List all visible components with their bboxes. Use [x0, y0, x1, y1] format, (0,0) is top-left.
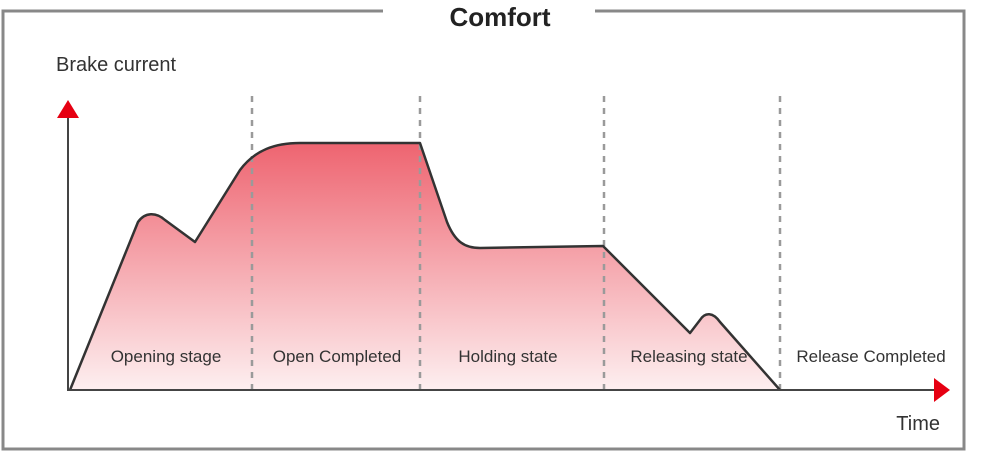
diagram-title: Comfort [449, 2, 550, 32]
brake-current-area [70, 143, 780, 390]
y-axis-label: Brake current [56, 54, 176, 76]
outer-frame [1, 9, 966, 451]
stage-label-release-completed: Release Completed [796, 347, 945, 366]
x-axis-arrow-icon [934, 378, 950, 402]
stage-label-open-completed: Open Completed [273, 347, 402, 366]
y-axis-arrow-icon [57, 100, 79, 118]
brake-current-curve [68, 141, 781, 391]
stage-dividers [250, 96, 782, 390]
x-axis-label: Time [896, 413, 940, 435]
stage-label-releasing: Releasing state [630, 347, 747, 366]
stage-label-opening: Opening stage [111, 347, 222, 366]
stage-label-holding: Holding state [458, 347, 557, 366]
